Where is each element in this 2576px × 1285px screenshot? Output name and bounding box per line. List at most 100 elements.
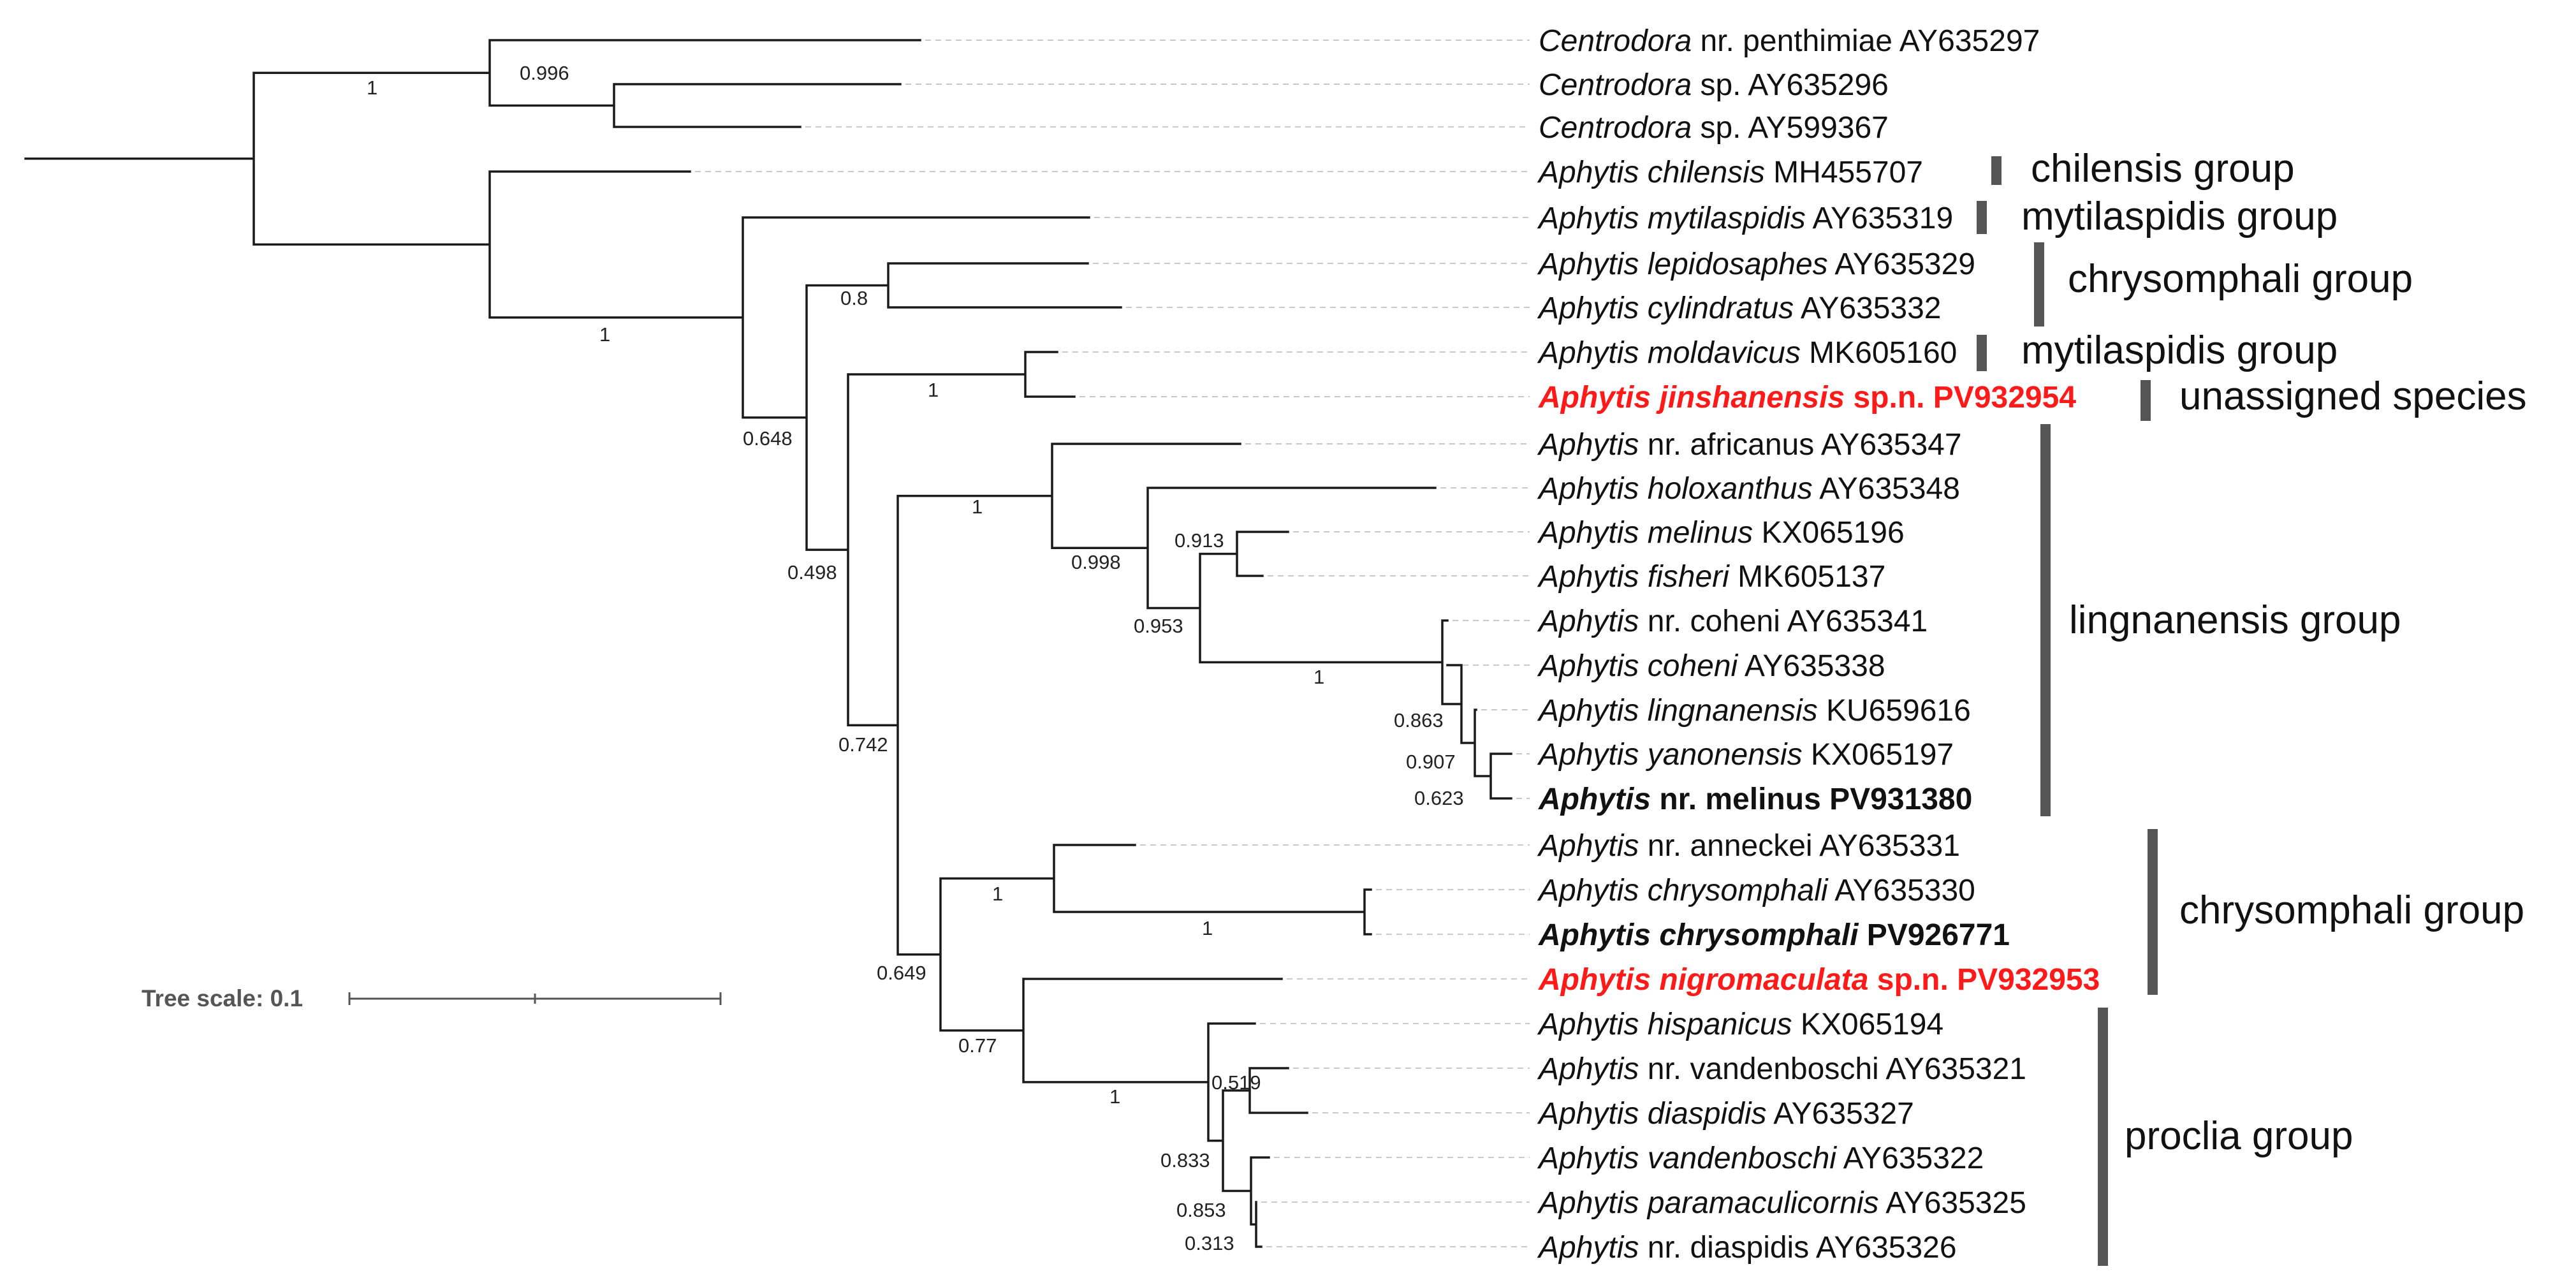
taxon-accession: AY635348 bbox=[1813, 472, 1960, 506]
support-value: 0.833 bbox=[1160, 1149, 1210, 1171]
support-value: 0.77 bbox=[958, 1034, 997, 1057]
tree-branches bbox=[24, 39, 1512, 1248]
taxon-accession: AY635338 bbox=[1738, 649, 1885, 683]
support-value: 1 bbox=[1202, 917, 1213, 939]
taxon-accession: AY635347 bbox=[1814, 428, 1961, 462]
taxon-name: Centrodora bbox=[1539, 24, 1692, 58]
taxon-accession: PV932954 bbox=[1924, 381, 2076, 415]
support-value: 0.996 bbox=[520, 62, 569, 84]
taxon-label: Aphytis chrysomphali AY635330 bbox=[1537, 874, 1975, 907]
taxon-label: Centrodora sp. AY635296 bbox=[1539, 68, 1889, 102]
taxon-name: Aphytis vandenboschi bbox=[1537, 1142, 1837, 1175]
taxon-label: Aphytis moldavicus MK605160 bbox=[1537, 336, 1957, 370]
group-label: chrysomphali group bbox=[2179, 888, 2524, 932]
taxon-name: Aphytis melinus bbox=[1537, 516, 1753, 550]
support-value: 0.953 bbox=[1134, 615, 1183, 637]
taxon-label: Aphytis chrysomphali PV926771 bbox=[1538, 918, 2010, 952]
taxon-label: Aphytis mytilaspidis AY635319 bbox=[1537, 202, 1953, 235]
support-value: 0.313 bbox=[1185, 1232, 1234, 1254]
taxon-name: Aphytis chrysomphali bbox=[1538, 918, 1859, 952]
taxon-accession: AY635325 bbox=[1879, 1186, 2026, 1220]
taxon-label: Aphytis nr. diaspidis AY635326 bbox=[1537, 1231, 1957, 1265]
group-label: chilensis group bbox=[2031, 147, 2295, 191]
support-values: 10.99610.6480.80.49810.74210.9980.9130.9… bbox=[367, 62, 1464, 1254]
support-value: 1 bbox=[1314, 666, 1324, 688]
taxon-name: Aphytis holoxanthus bbox=[1537, 472, 1813, 506]
support-value: 1 bbox=[1109, 1085, 1120, 1108]
taxon-name: Aphytis paramaculicornis bbox=[1537, 1186, 1879, 1220]
support-value: 0.649 bbox=[877, 962, 926, 984]
taxon-label: Aphytis nr. melinus PV931380 bbox=[1538, 782, 1972, 816]
leader-lines bbox=[695, 40, 1530, 1247]
taxon-accession: PV932953 bbox=[1949, 963, 2100, 997]
support-value: 0.648 bbox=[743, 427, 793, 450]
taxon-name: Aphytis cylindratus bbox=[1537, 291, 1794, 325]
taxon-accession: MK605137 bbox=[1729, 560, 1886, 594]
tree-scale-label: Tree scale: 0.1 bbox=[142, 985, 303, 1011]
taxon-label: Centrodora nr. penthimiae AY635297 bbox=[1539, 24, 2040, 58]
taxon-label: Aphytis melinus KX065196 bbox=[1537, 516, 1905, 550]
taxon-label: Aphytis lepidosaphes AY635329 bbox=[1537, 247, 1975, 281]
taxon-accession: AY635341 bbox=[1780, 605, 1928, 638]
group-bar bbox=[1991, 156, 2002, 185]
taxon-label: Aphytis lingnanensis KU659616 bbox=[1537, 694, 1971, 728]
group-label: lingnanensis group bbox=[2069, 598, 2401, 642]
taxon-name: Aphytis bbox=[1538, 782, 1651, 816]
taxon-accession: AY635319 bbox=[1806, 202, 1953, 235]
taxon-accession: AY635322 bbox=[1836, 1142, 1984, 1175]
support-value: 1 bbox=[972, 496, 983, 518]
taxon-label: Aphytis nr. anneckei AY635331 bbox=[1537, 829, 1960, 863]
group-bar bbox=[2040, 424, 2051, 816]
support-value: 0.998 bbox=[1071, 551, 1121, 573]
group-bar bbox=[2034, 242, 2044, 327]
taxon-qualifier: nr. penthimiae bbox=[1692, 24, 1892, 58]
taxon-name: Aphytis lepidosaphes bbox=[1537, 247, 1828, 281]
taxon-name: Aphytis jinshanensis bbox=[1538, 381, 1845, 415]
taxon-accession: MK605160 bbox=[1801, 336, 1958, 370]
taxon-accession: AY635297 bbox=[1892, 24, 2040, 58]
taxon-label: Aphytis fisheri MK605137 bbox=[1537, 560, 1885, 594]
taxon-name: Centrodora bbox=[1539, 68, 1692, 102]
support-value: 1 bbox=[367, 77, 377, 99]
tree-scale: Tree scale: 0.1 bbox=[142, 985, 722, 1011]
support-value: 0.863 bbox=[1394, 709, 1444, 731]
taxon-label: Aphytis nr. vandenboschi AY635321 bbox=[1537, 1052, 2026, 1086]
taxon-label: Centrodora sp. AY599367 bbox=[1539, 111, 1889, 145]
taxon-name: Aphytis hispanicus bbox=[1537, 1008, 1792, 1041]
support-value: 0.519 bbox=[1211, 1071, 1261, 1094]
tip-labels: Centrodora nr. penthimiae AY635297Centro… bbox=[1537, 24, 2100, 1265]
taxon-qualifier: sp. bbox=[1692, 111, 1741, 145]
taxon-qualifier: sp.n. bbox=[1845, 381, 1924, 415]
taxon-qualifier: nr. diaspidis bbox=[1639, 1231, 1809, 1265]
taxon-name: Aphytis moldavicus bbox=[1537, 336, 1801, 370]
group-bar bbox=[2141, 380, 2151, 421]
support-value: 0.742 bbox=[838, 733, 888, 756]
taxon-accession: AY635332 bbox=[1794, 291, 1941, 325]
group-label: mytilaspidis group bbox=[2021, 328, 2338, 372]
group-label: unassigned species bbox=[2179, 374, 2527, 418]
taxon-label: Aphytis vandenboschi AY635322 bbox=[1537, 1142, 1984, 1175]
support-value: 0.8 bbox=[840, 287, 868, 309]
taxon-accession: KU659616 bbox=[1818, 694, 1971, 728]
taxon-accession: KX065197 bbox=[1803, 738, 1954, 772]
taxon-name: Aphytis chilensis bbox=[1537, 156, 1765, 189]
taxon-name: Aphytis chrysomphali bbox=[1537, 874, 1829, 907]
taxon-name: Aphytis diaspidis bbox=[1537, 1097, 1767, 1131]
support-value: 0.853 bbox=[1176, 1199, 1226, 1221]
taxon-qualifier: nr. melinus bbox=[1651, 782, 1821, 816]
taxon-name: Aphytis bbox=[1537, 428, 1639, 462]
taxon-accession: AY635329 bbox=[1828, 247, 1975, 281]
taxon-label: Aphytis coheni AY635338 bbox=[1537, 649, 1885, 683]
group-bar bbox=[2098, 1008, 2108, 1266]
taxon-qualifier: nr. vandenboschi bbox=[1639, 1052, 1878, 1086]
support-value: 0.498 bbox=[787, 561, 837, 584]
taxon-name: Centrodora bbox=[1539, 111, 1692, 145]
taxon-name: Aphytis bbox=[1537, 1052, 1639, 1086]
taxon-accession: AY635321 bbox=[1879, 1052, 2026, 1086]
taxon-label: Aphytis holoxanthus AY635348 bbox=[1537, 472, 1960, 506]
group-label: mytilaspidis group bbox=[2021, 195, 2338, 239]
taxon-label: Aphytis paramaculicornis AY635325 bbox=[1537, 1186, 2026, 1220]
taxon-qualifier: sp. bbox=[1692, 68, 1741, 102]
taxon-qualifier: sp.n. bbox=[1868, 963, 1948, 997]
